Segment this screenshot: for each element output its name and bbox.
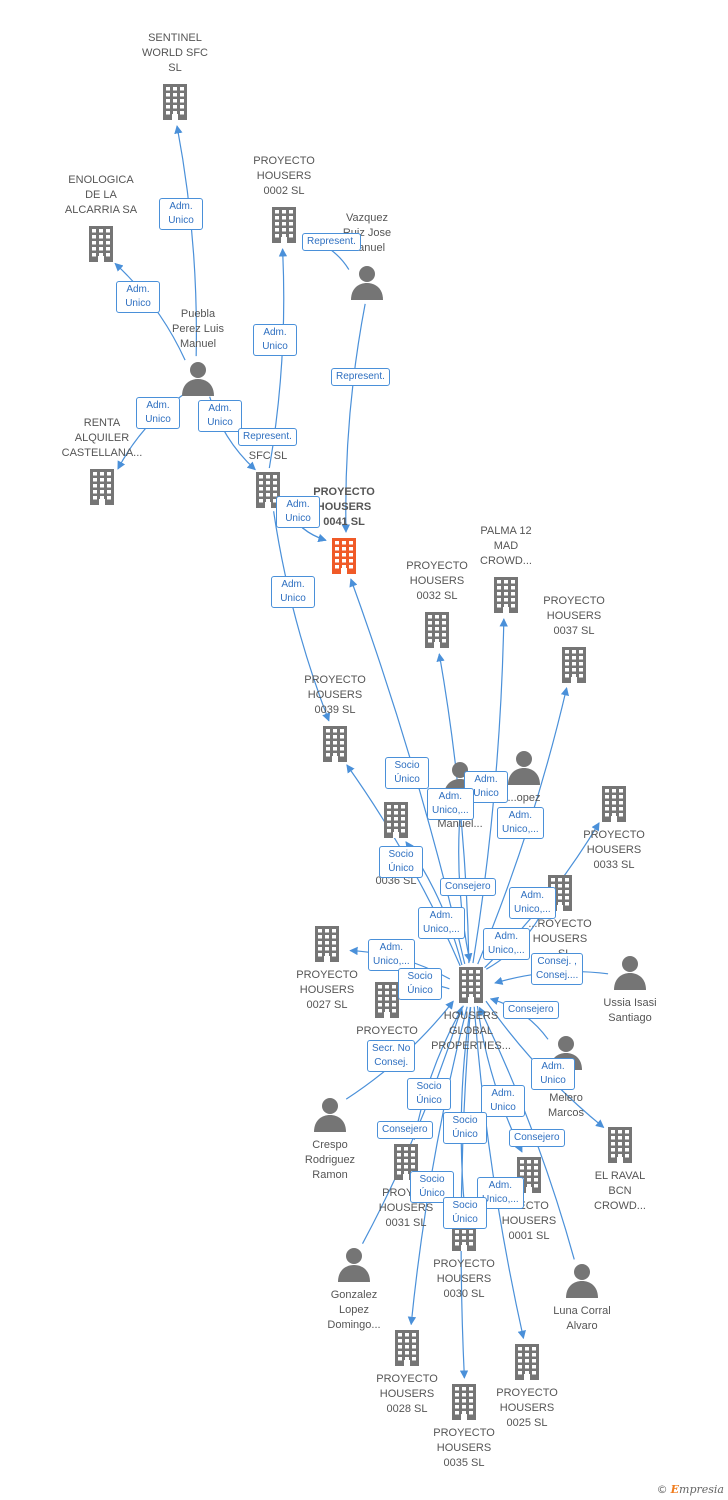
relation-label[interactable]: Consejero (377, 1121, 433, 1139)
relation-label[interactable]: Adm. Unico (198, 400, 242, 432)
relation-label[interactable]: Consejero (503, 1001, 559, 1019)
building-icon[interactable] (451, 965, 491, 1005)
relation-label[interactable]: Consej. , Consej.... (531, 953, 584, 985)
building-icon[interactable] (307, 924, 347, 964)
relation-label[interactable]: Adm. Unico (116, 281, 160, 313)
relation-label[interactable]: Secr. No Consej. (367, 1040, 416, 1072)
person-icon[interactable] (610, 952, 650, 992)
relation-label[interactable]: Adm. Unico (464, 771, 508, 803)
node-label-ph0039[interactable]: PROYECTO HOUSERS 0039 SL (304, 674, 366, 716)
node-label-enologica[interactable]: ENOLOGICA DE LA ALCARRIA SA (64, 174, 138, 216)
relation-label[interactable]: Adm. Unico,... (509, 887, 556, 919)
building-icon[interactable] (507, 1342, 547, 1382)
edge-vazquez-ph0041 (341, 303, 366, 533)
relation-label[interactable]: Adm. Unico (481, 1085, 525, 1117)
relation-label[interactable]: Adm. Unico (136, 397, 180, 429)
building-icon[interactable] (387, 1328, 427, 1368)
node-label-ph0032[interactable]: PROYECTO HOUSERS 0032 SL (406, 560, 468, 602)
relation-label[interactable]: Represent. (238, 428, 297, 446)
relation-label[interactable]: Adm. Unico,... (497, 807, 544, 839)
person-icon[interactable] (347, 262, 387, 302)
relation-label[interactable]: Consejero (509, 1129, 565, 1147)
node-label-ph0028[interactable]: PROYECTO HOUSERS 0028 SL (376, 1373, 438, 1415)
relation-label[interactable]: Socio Único (443, 1197, 487, 1229)
person-icon[interactable] (504, 747, 544, 787)
building-icon[interactable] (315, 724, 355, 764)
relation-label[interactable]: Adm. Unico (253, 324, 297, 356)
node-label-ph00xx[interactable]: ...ROYECTO HOUSERS ...SL (528, 918, 592, 960)
building-icon[interactable] (81, 224, 121, 264)
node-label-ph0002[interactable]: PROYECTO HOUSERS 0002 SL (253, 155, 315, 197)
node-label-puebla[interactable]: Puebla Perez Luis Manuel (172, 308, 224, 350)
footer-brand[interactable]: ©Empresia (657, 1483, 724, 1496)
node-label-sentinel[interactable]: SENTINEL WORLD SFC SL (142, 32, 208, 74)
relation-label[interactable]: Adm. Unico (271, 576, 315, 608)
person-icon[interactable] (310, 1094, 350, 1134)
node-label-luna[interactable]: Luna Corral Alvaro (553, 1305, 611, 1332)
building-icon[interactable] (417, 610, 457, 650)
relation-label[interactable]: Adm. Unico (159, 198, 203, 230)
node-label-elraval[interactable]: EL RAVAL BCN CROWD... (594, 1170, 646, 1212)
relation-label[interactable]: Adm. Unico (276, 496, 320, 528)
building-icon[interactable] (264, 205, 304, 245)
edge-housers-ph0025 (473, 1006, 526, 1340)
node-label-ph0033[interactable]: PROYECTO HOUSERS 0033 SL (583, 829, 645, 871)
building-icon[interactable] (554, 645, 594, 685)
node-label-palma[interactable]: PALMA 12 MAD CROWD... (480, 525, 532, 567)
relation-label[interactable]: Adm. Unico,... (427, 788, 474, 820)
relation-label[interactable]: Adm. Unico (531, 1058, 575, 1090)
brand-name: mpresia (679, 1483, 724, 1496)
building-icon[interactable] (486, 575, 526, 615)
edge-puebla-sentinel (174, 125, 197, 357)
relation-label[interactable]: Adm. Unico,... (483, 928, 530, 960)
relation-label[interactable]: Adm. Unico,... (418, 907, 465, 939)
person-icon[interactable] (178, 358, 218, 398)
building-icon[interactable] (155, 82, 195, 122)
relation-label[interactable]: Socio Único (379, 846, 423, 878)
node-label-crespo[interactable]: Crespo Rodriguez Ramon (304, 1139, 356, 1181)
node-label-ph0035[interactable]: PROYECTO HOUSERS 0035 SL (433, 1427, 495, 1469)
edge-housers-ph0028 (407, 1006, 468, 1326)
node-label-renta[interactable]: RENTA ALQUILER CASTELLANA... (61, 417, 143, 459)
building-icon[interactable] (376, 800, 416, 840)
edge-housers-ph0035 (459, 1006, 472, 1379)
relation-label[interactable]: Represent. (331, 368, 390, 386)
building-icon[interactable] (594, 784, 634, 824)
edge-housers-ph0030 (459, 1006, 471, 1210)
relation-label[interactable]: Socio Único (385, 757, 429, 789)
brand-initial: E (670, 1483, 680, 1496)
building-icon[interactable] (444, 1382, 484, 1422)
building-icon[interactable] (324, 536, 364, 576)
relation-label[interactable]: Adm. Unico,... (368, 939, 415, 971)
node-label-ph0041[interactable]: PROYECTO HOUSERS 0041 SL (313, 486, 375, 528)
node-label-vazquez[interactable]: Vazquez Ruiz Jose Manuel (343, 212, 392, 254)
person-icon[interactable] (334, 1244, 374, 1284)
building-icon[interactable] (82, 467, 122, 507)
node-label-ph0025[interactable]: PROYECTO HOUSERS 0025 SL (496, 1387, 558, 1429)
relation-label[interactable]: Consejero (440, 878, 496, 896)
relation-label[interactable]: Socio Único (443, 1112, 487, 1144)
node-label-gonzalez[interactable]: Gonzalez Lopez Domingo... (327, 1289, 381, 1331)
node-label-ph0030[interactable]: PROYECTO HOUSERS 0030 SL (433, 1258, 495, 1300)
node-label-p_lopez[interactable]: ...opez (507, 792, 541, 804)
building-icon[interactable] (367, 980, 407, 1020)
copyright-symbol: © (656, 1483, 668, 1496)
relation-label[interactable]: Socio Único (398, 968, 442, 1000)
edge-sfc-ph0039 (273, 511, 331, 722)
building-icon[interactable] (600, 1125, 640, 1165)
node-label-ussia[interactable]: Ussia Isasi Santiago (603, 997, 657, 1024)
node-label-ph0037[interactable]: PROYECTO HOUSERS 0037 SL (543, 595, 605, 637)
person-icon[interactable] (562, 1260, 602, 1300)
relation-label[interactable]: Socio Único (407, 1078, 451, 1110)
node-label-ph0027[interactable]: PROYECTO HOUSERS 0027 SL (296, 969, 358, 1011)
node-label-housers[interactable]: HOUSERS GLOBAL PROPERTIES... (431, 1010, 511, 1052)
relation-label[interactable]: Represent. (302, 233, 361, 251)
